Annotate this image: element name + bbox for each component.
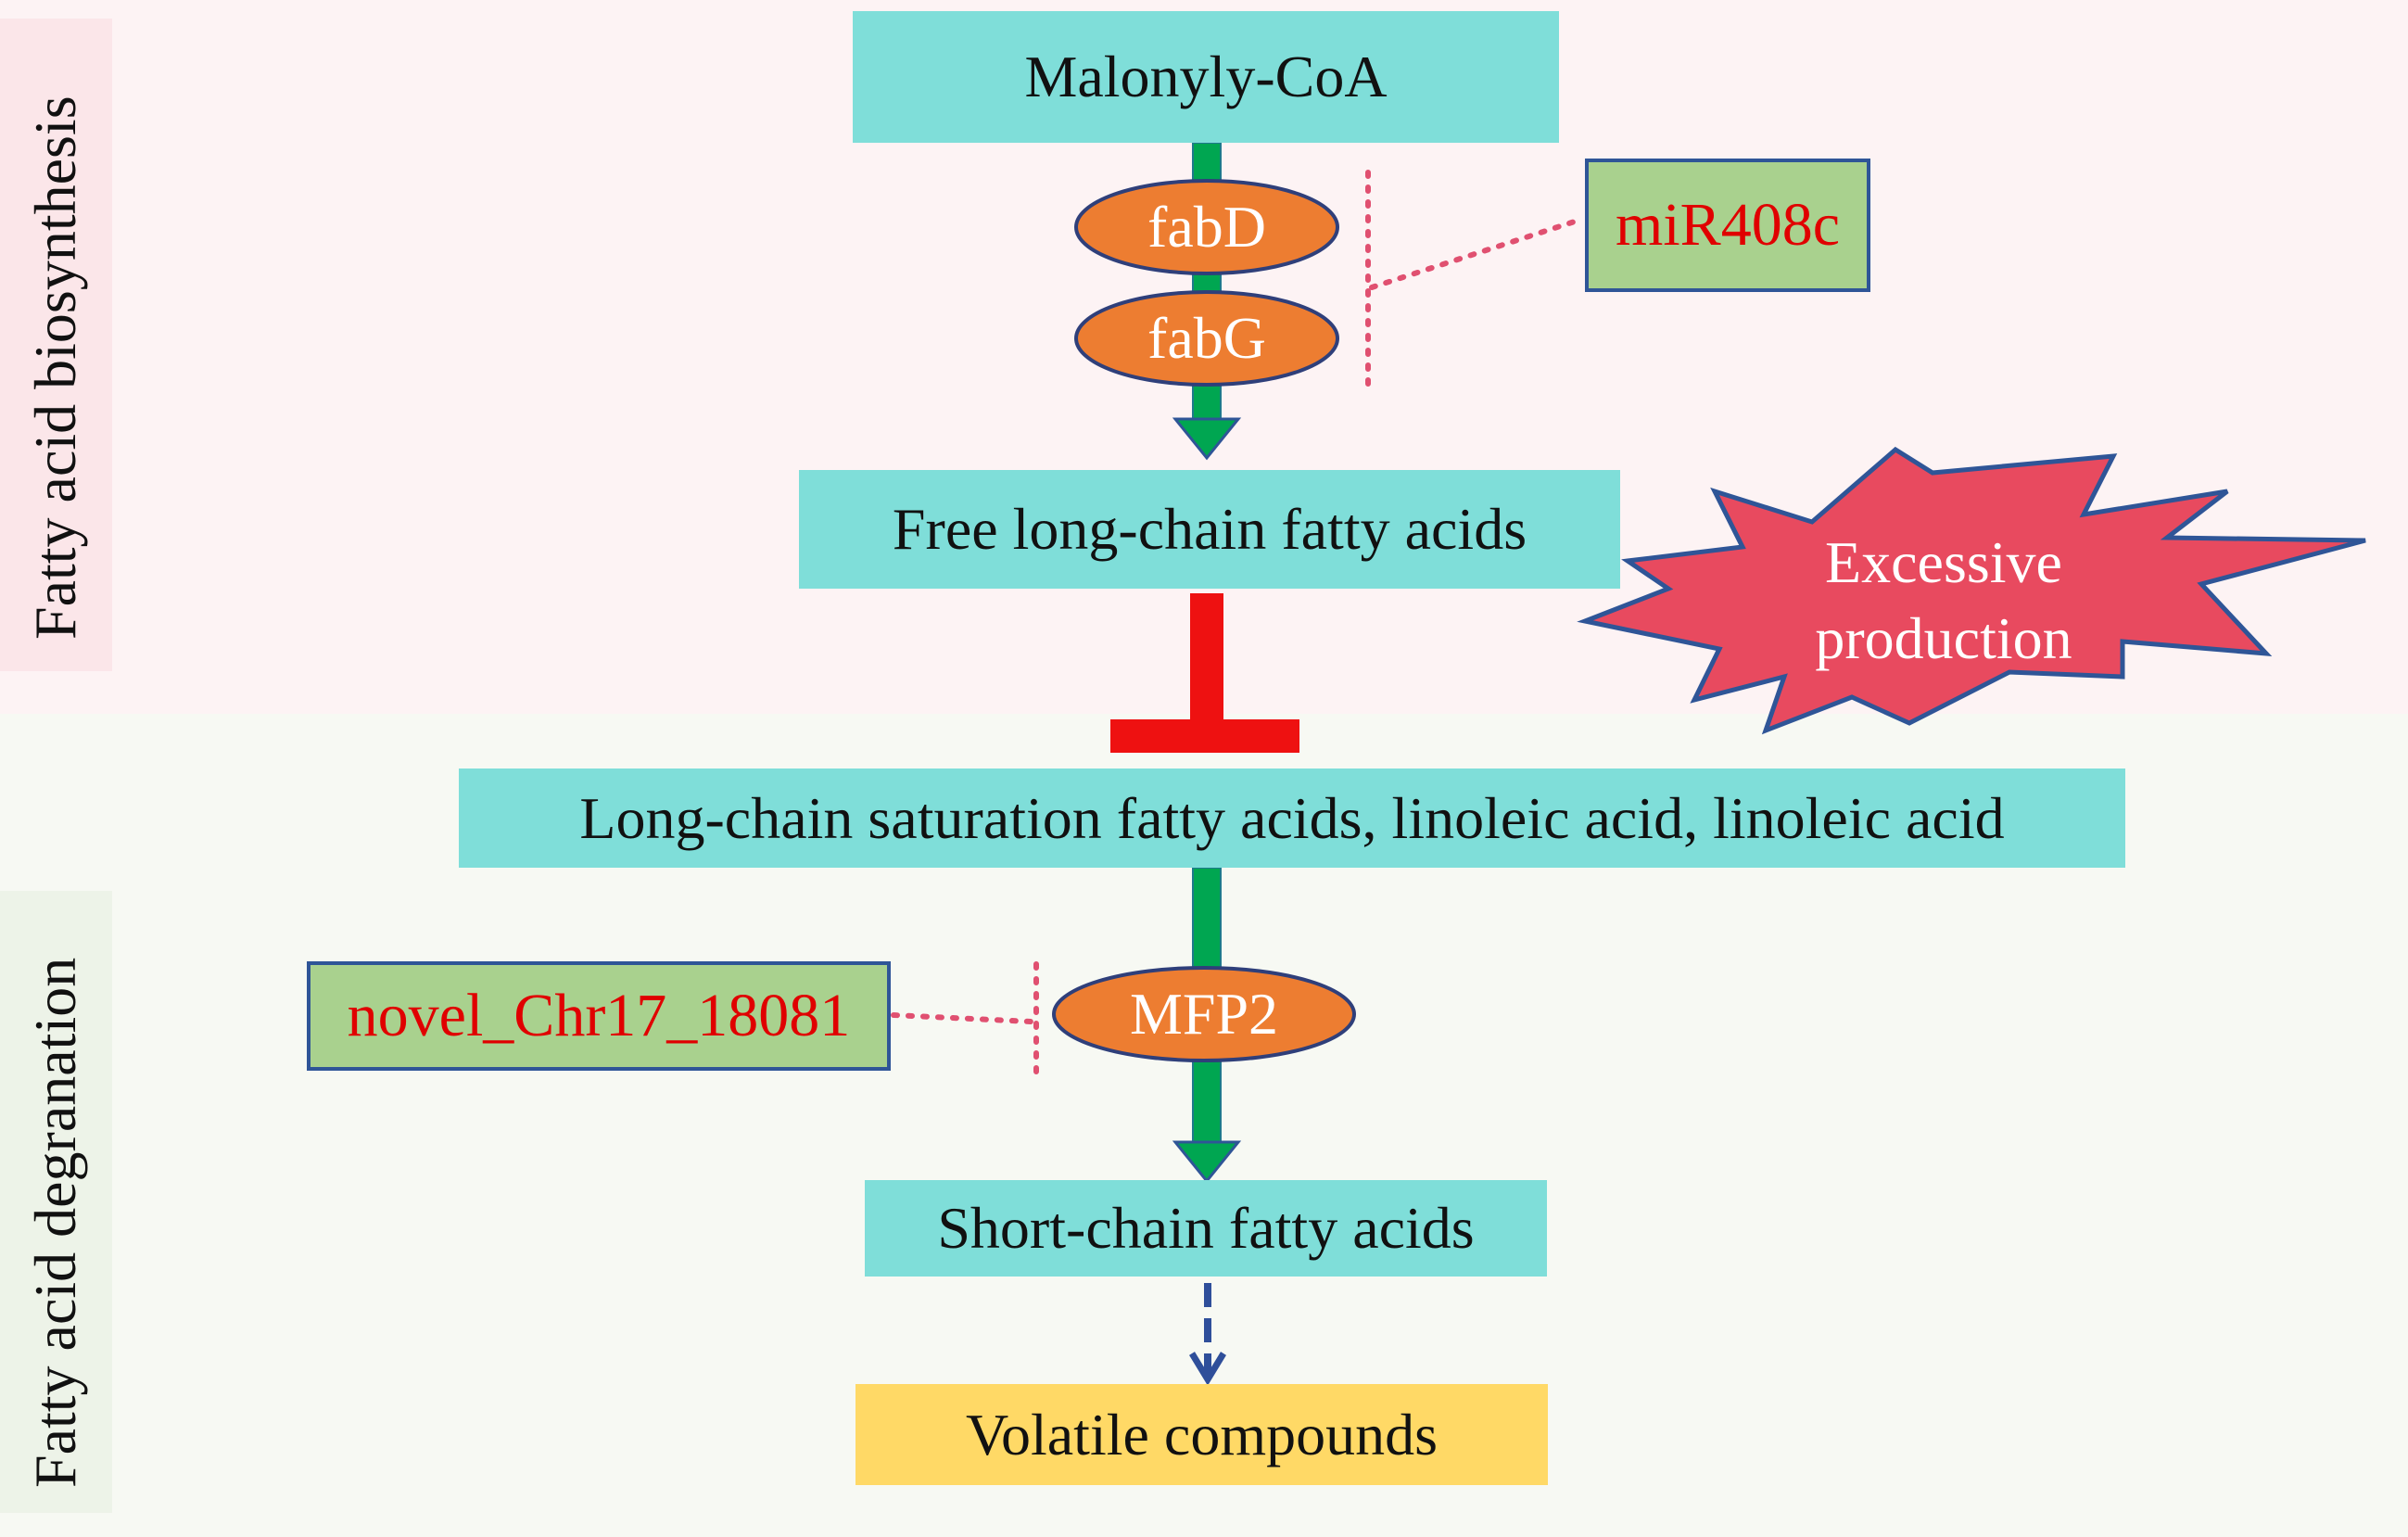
excessive-production-burst [1577, 446, 2366, 735]
flow-arrowhead-top [1172, 417, 1242, 461]
mir408c-regulator: miR408c [1585, 159, 1870, 292]
long-chain-fatty-acids-node: Long-chain saturation fatty acids, linol… [459, 768, 2125, 868]
degradation-label-strip [0, 891, 112, 1513]
biosynthesis-label-strip [0, 19, 112, 671]
short-chain-fatty-acids-node: Short-chain fatty acids [865, 1180, 1547, 1277]
fabD-label: fabD [1147, 194, 1266, 260]
fabG-label: fabG [1147, 305, 1266, 371]
malonyl-coa-node: Malonyly-CoA [853, 11, 1559, 143]
flow-arrowhead-bottom [1172, 1140, 1242, 1184]
fabD-enzyme [1074, 179, 1339, 275]
inhibition-stem [1190, 593, 1223, 721]
inhibition-bar [1110, 719, 1299, 753]
mfp2-enzyme [1052, 966, 1356, 1062]
novel-chr17-18081-regulator: novel_Chr17_18081 [307, 961, 891, 1071]
excessive-production-line2: production [1815, 605, 2072, 671]
mir408c-inhibition-line [1369, 216, 1586, 290]
excessive-production-label: Excessive production [1815, 525, 2072, 677]
dashed-flow-arrowhead [1189, 1352, 1226, 1386]
free-long-chain-fatty-acids-node: Free long-chain fatty acids [799, 470, 1620, 589]
fabG-enzyme [1074, 290, 1339, 387]
mfp2-label: MFP2 [1129, 981, 1279, 1047]
volatile-compounds-node: Volatile compounds [855, 1384, 1548, 1485]
novel-inhibition-line [891, 1012, 1033, 1024]
excessive-production-line1: Excessive [1825, 529, 2062, 595]
